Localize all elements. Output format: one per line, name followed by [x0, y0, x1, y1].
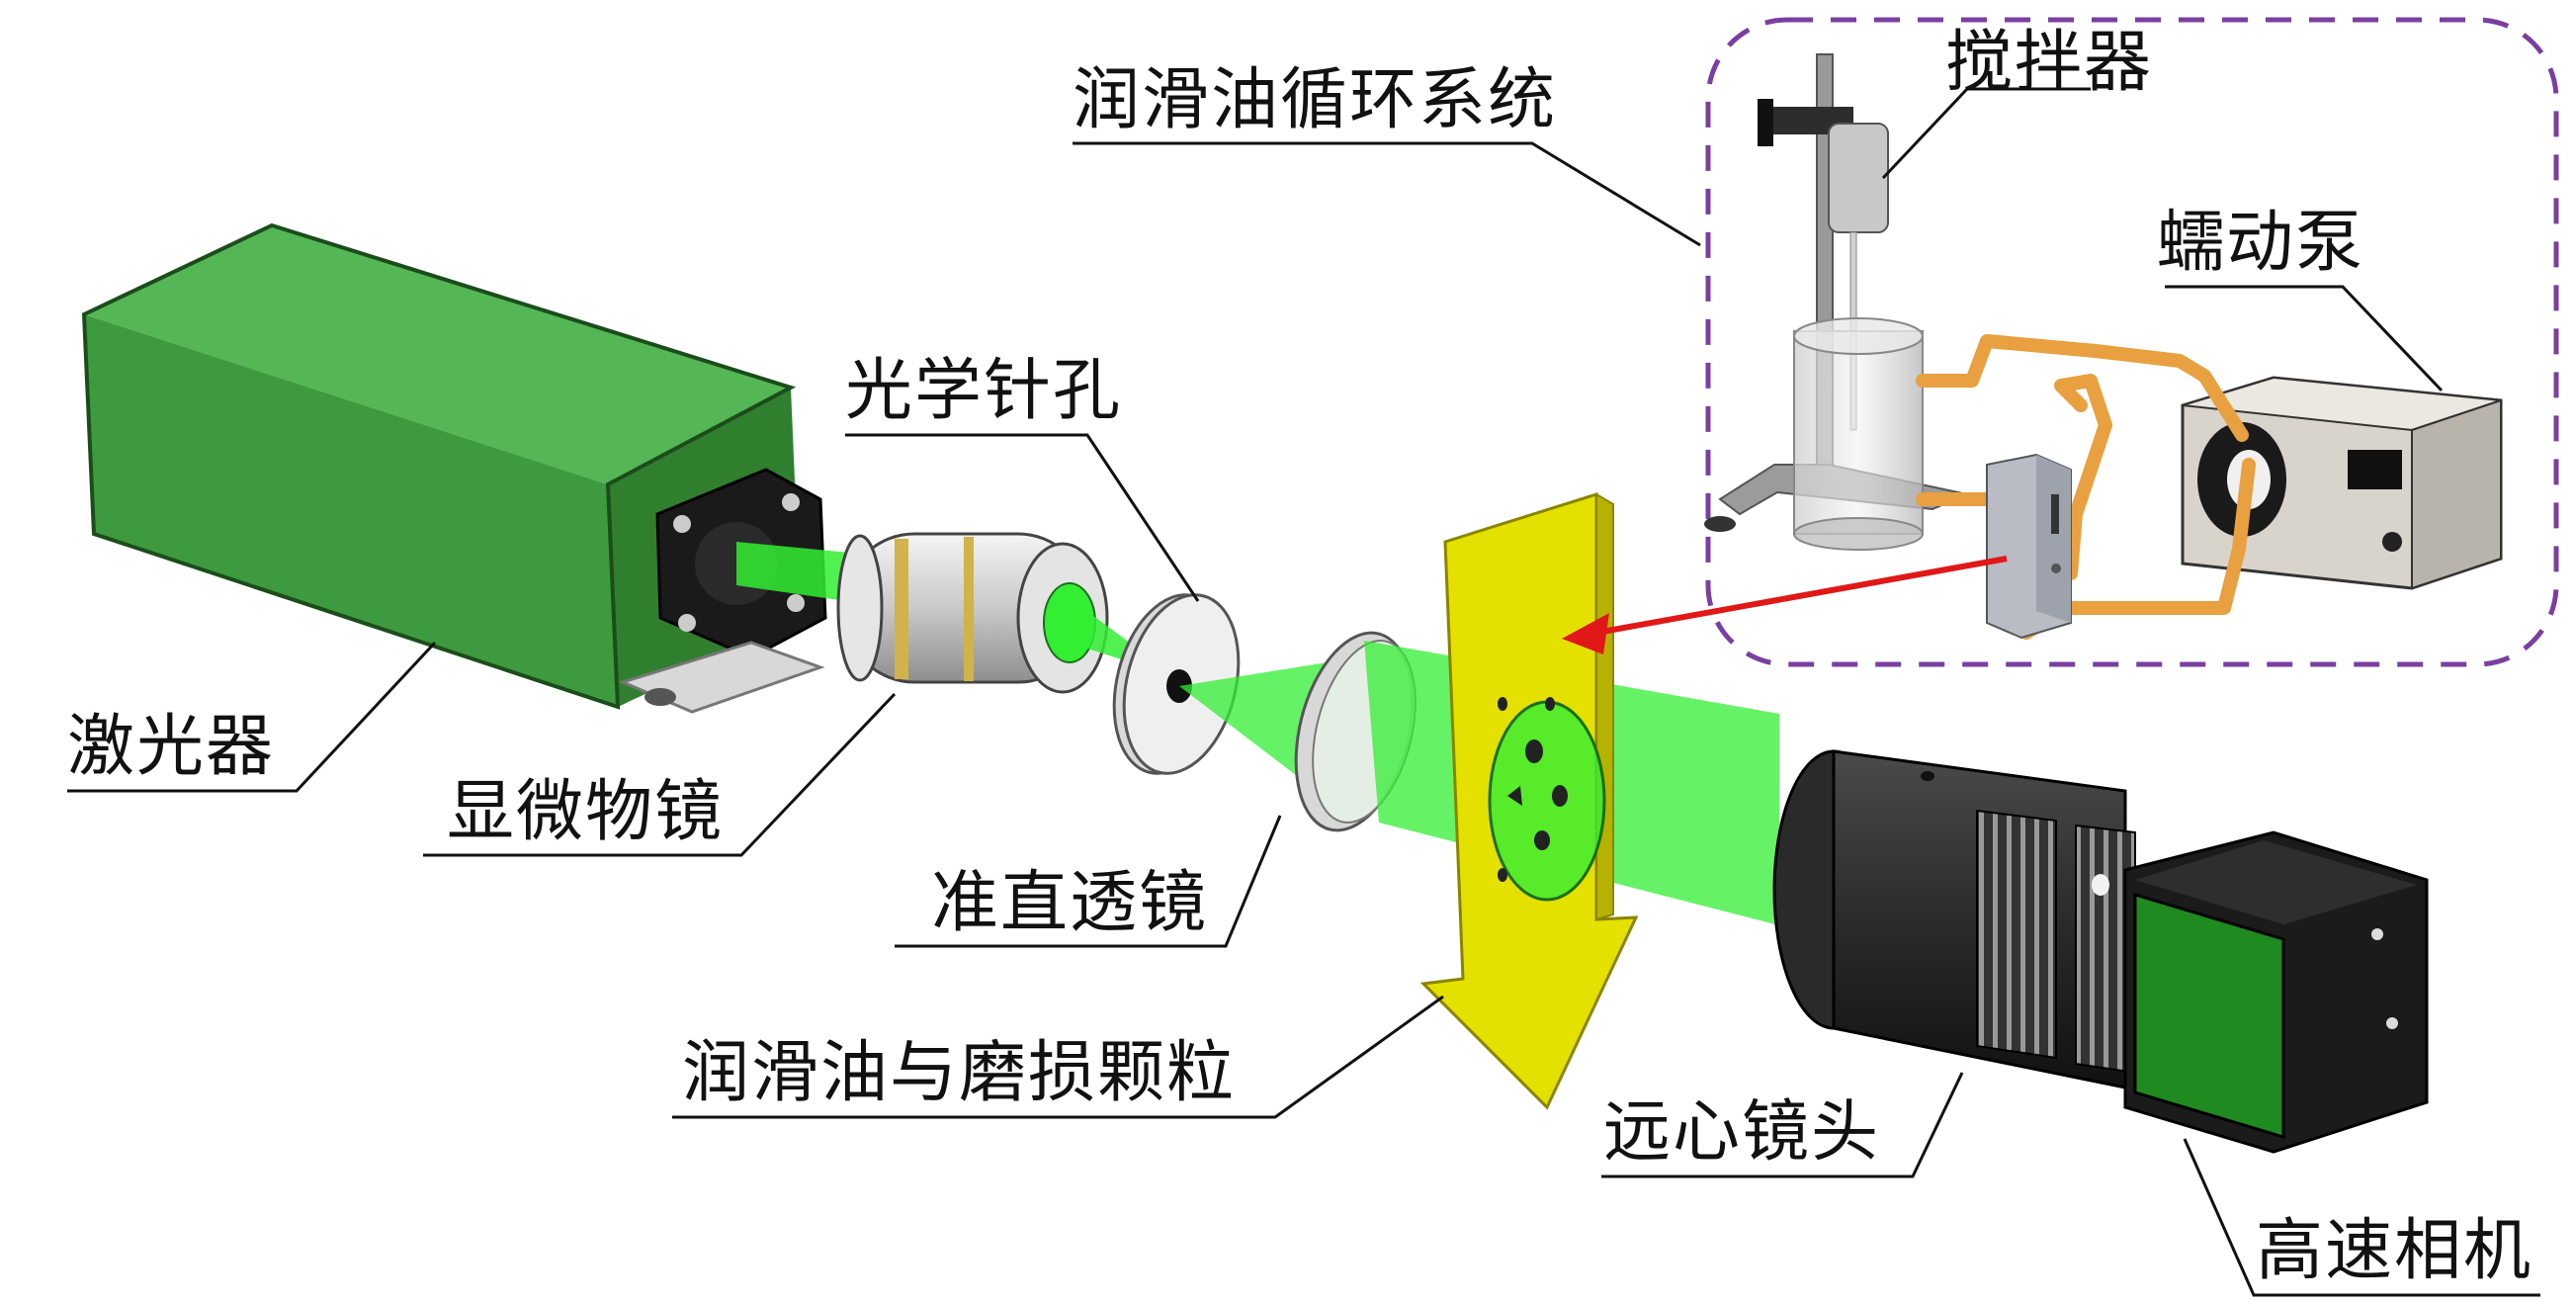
stirrer-assembly — [1704, 53, 1971, 551]
oil-flow-arrow — [1419, 491, 1639, 1110]
label-high-speed-camera: 高速相机 — [2256, 1212, 2533, 1290]
label-oil-circulation-system: 润滑油循环系统 — [1073, 61, 1558, 139]
sample-arrow — [1562, 556, 2008, 654]
label-peristaltic-pump: 蠕动泵 — [2157, 204, 2365, 282]
label-laser: 激光器 — [67, 708, 276, 786]
circulation-system-boundary — [1705, 17, 2559, 667]
laser — [81, 222, 827, 714]
label-telecentric-lens: 远心镜头 — [1603, 1093, 1881, 1172]
label-oil-and-particles: 润滑油与磨损颗粒 — [682, 1034, 1237, 1112]
microscope-objective — [836, 532, 1109, 694]
laser-beam-segment-1 — [736, 542, 860, 603]
label-collimating-lens: 准直透镜 — [931, 864, 1209, 942]
high-speed-camera — [2123, 830, 2429, 1154]
flow-cell — [1986, 453, 2072, 640]
label-microscope-objective: 显微物镜 — [447, 773, 725, 851]
label-stirrer: 搅拌器 — [1945, 24, 2154, 102]
optical-pinhole — [1112, 593, 1241, 775]
telecentric-lens — [1772, 749, 2136, 1089]
peristaltic-pump — [2181, 376, 2503, 590]
leader-lines — [67, 87, 2540, 1297]
label-optical-pinhole: 光学针孔 — [845, 352, 1123, 430]
